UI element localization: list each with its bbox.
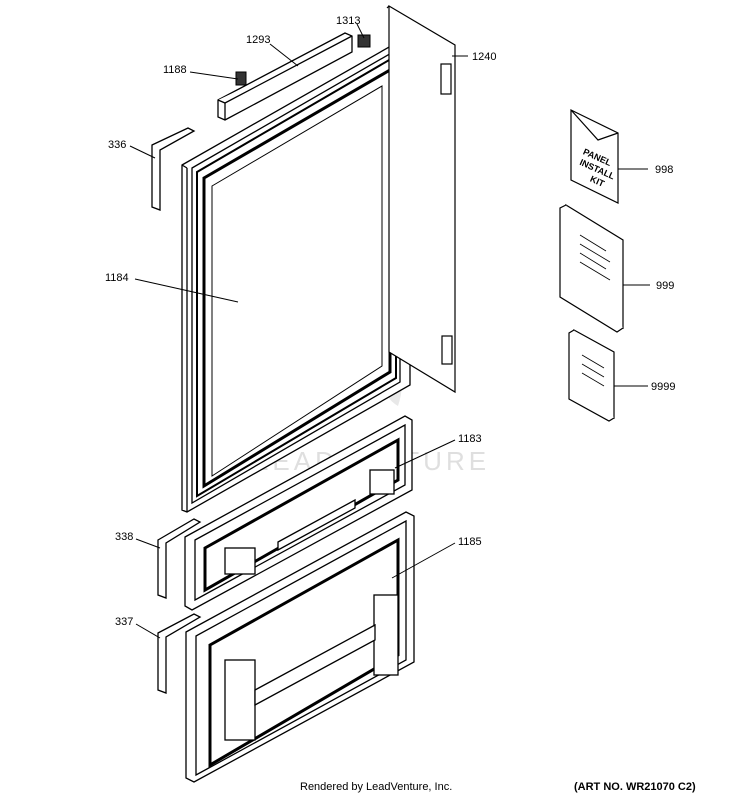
hinge-clip — [235, 34, 371, 86]
part-label-999: 999 — [656, 280, 674, 292]
part-label-1185: 1185 — [458, 536, 482, 548]
side-trim-338 — [157, 518, 202, 599]
part-label-1293: 1293 — [246, 34, 270, 46]
art-number: (ART NO. WR21070 C2) — [574, 781, 696, 793]
part-label-1188: 1188 — [163, 64, 187, 76]
part-label-9999: 9999 — [651, 381, 675, 393]
drawer-front-lower — [185, 511, 415, 783]
part-label-337: 337 — [115, 616, 133, 628]
manual-9999 — [568, 328, 615, 422]
side-trim-337 — [157, 613, 202, 694]
leader-lines — [129, 23, 650, 639]
part-label-336: 336 — [108, 139, 126, 151]
drawer-front-upper — [184, 415, 413, 611]
side-trim-336 — [151, 127, 196, 211]
render-credit: Rendered by LeadVenture, Inc. — [300, 781, 453, 793]
part-label-998: 998 — [655, 164, 673, 176]
part-label-1183: 1183 — [458, 433, 482, 445]
part-label-1184: 1184 — [105, 272, 129, 284]
panel-install-kit: PANEL INSTALL KIT — [570, 109, 619, 204]
manual-999 — [559, 203, 624, 333]
part-label-338: 338 — [115, 531, 133, 543]
top-trim — [217, 32, 353, 121]
door-frame-upper — [181, 37, 411, 513]
part-label-1240: 1240 — [472, 51, 496, 63]
glass-panel — [386, 4, 456, 394]
part-label-1313: 1313 — [336, 15, 360, 27]
